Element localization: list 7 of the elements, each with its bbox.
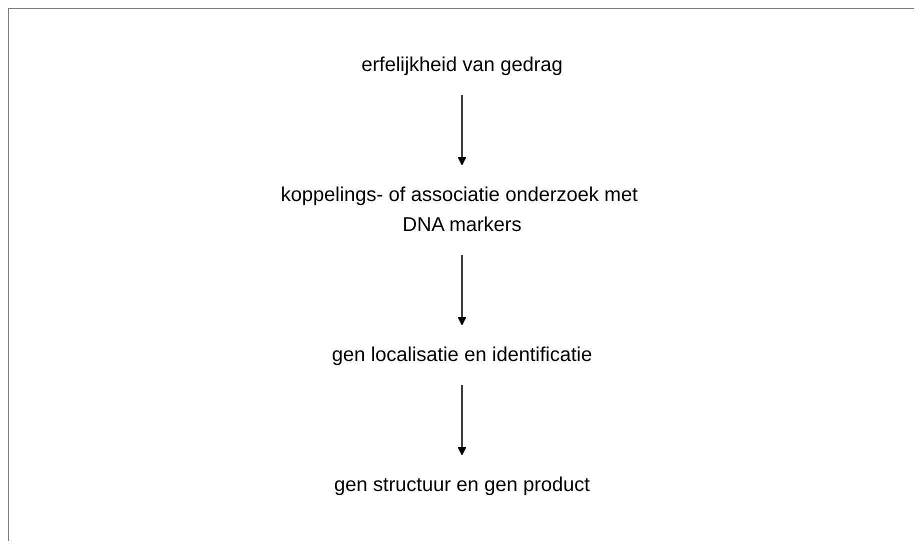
- arrow: [457, 254, 466, 325]
- arrow: [457, 94, 466, 165]
- node-text: koppelings- of associatie onderzoek met DNA markers: [280, 184, 638, 236]
- arrow: [457, 384, 466, 455]
- node-text: gen structuur en gen product: [334, 474, 590, 496]
- node-text: gen localisatie en identificatie: [331, 344, 592, 366]
- node-text: erfelijkheid van gedrag: [360, 54, 562, 76]
